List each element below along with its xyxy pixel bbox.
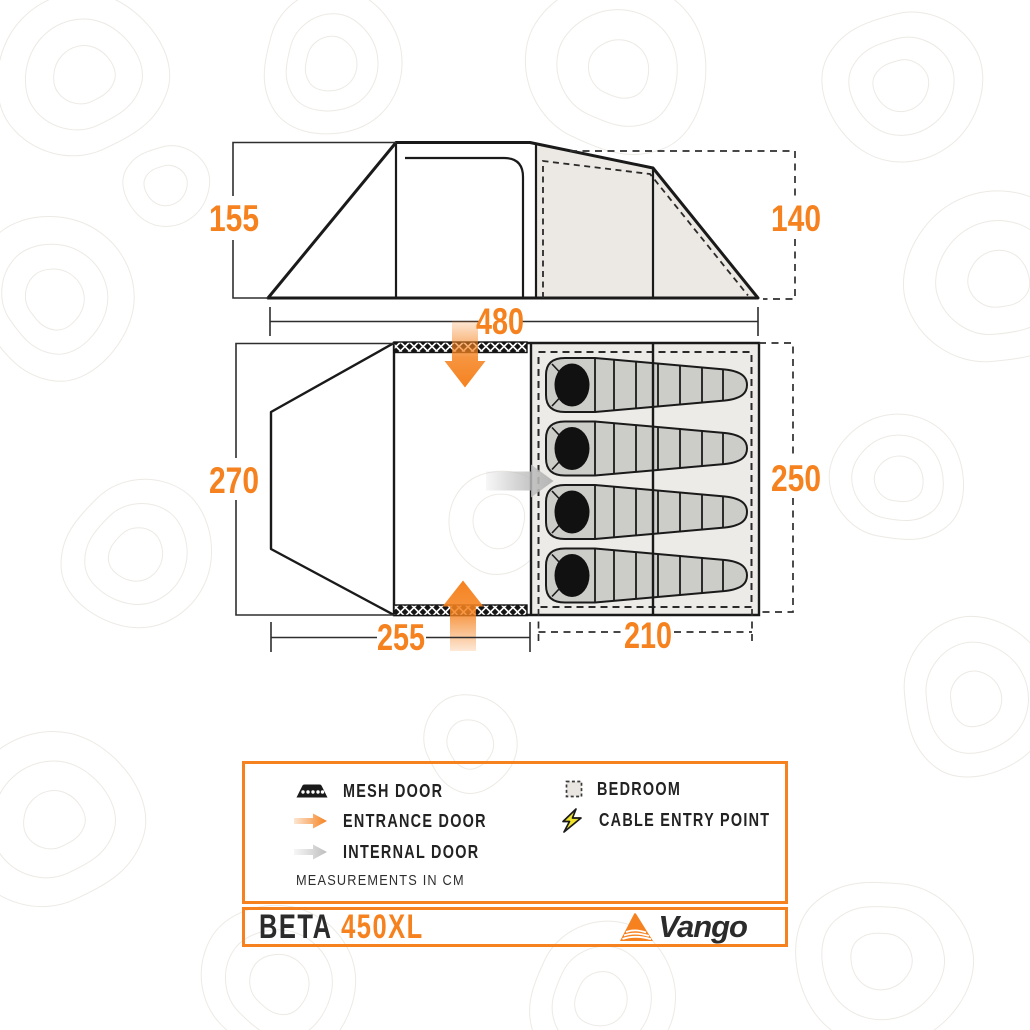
dim-label-living-length: 255 (377, 617, 425, 658)
dim-label-bedroom-width: 250 (771, 458, 821, 499)
dim-label-side-length: 480 (476, 301, 524, 342)
bedroom-icon (565, 780, 583, 798)
dim-line-255 (270, 622, 531, 652)
model-series: BETA (259, 907, 333, 946)
dim-line-210 (537, 609, 753, 645)
mesh-door-icon (295, 783, 329, 799)
internal-door-icon (294, 843, 329, 861)
dim-label-bedroom-length: 210 (624, 615, 672, 656)
legend-row-note: MEASUREMENTS IN CM (296, 868, 495, 892)
dim-label-living-width: 270 (209, 460, 259, 501)
legend-row-entrance-door: ENTRANCE DOOR (294, 809, 523, 833)
side-inner-bedroom-dashed (542, 159, 749, 298)
legend-label-internal-door: INTERNAL DOOR (343, 841, 480, 862)
footer-bar: BETA 450XL Vango (242, 907, 788, 947)
dim-label-side-height-right: 140 (771, 198, 821, 239)
model-variant: 450XL (341, 907, 424, 946)
brand-name: Vango (658, 909, 748, 944)
entrance-door-arrow-bottom (442, 580, 484, 651)
legend-label-cable-entry: CABLE ENTRY POINT (599, 809, 771, 830)
cable-entry-icon (560, 807, 585, 834)
side-bedroom-shaded-area (536, 144, 758, 298)
side-door-outline (405, 156, 525, 298)
legend-box: MESH DOOR ENTRANCE DOOR INTERNAL DOOR ME… (242, 761, 788, 904)
dim-bracket-270 (235, 342, 394, 616)
legend-label-entrance-door: ENTRANCE DOOR (343, 810, 487, 831)
plan-outline (392, 341, 761, 617)
dim-line-480 (269, 307, 759, 336)
side-view: 155 140 480 (209, 141, 821, 342)
floor-plan: 270 250 255 210 (209, 321, 821, 658)
dim-bracket-250 (759, 342, 794, 613)
porch-outline (269, 341, 395, 617)
legend-row-mesh-door: MESH DOOR (295, 779, 468, 803)
entrance-door-arrow-top (444, 321, 486, 388)
side-tent-outline (266, 141, 760, 300)
dim-bracket-155 (232, 141, 396, 299)
legend-row-bedroom: BEDROOM (565, 777, 702, 801)
entrance-door-icon (294, 812, 329, 830)
internal-door-arrow (486, 464, 554, 498)
vango-logo-icon (618, 911, 656, 943)
legend-note-measurements: MEASUREMENTS IN CM (296, 871, 465, 889)
legend-row-cable-entry: CABLE ENTRY POINT (560, 807, 813, 834)
model-name: BETA 450XL (259, 908, 424, 947)
vango-logo: Vango (618, 909, 748, 945)
legend-label-mesh-door: MESH DOOR (343, 780, 444, 801)
legend-label-bedroom: BEDROOM (597, 778, 682, 799)
dim-label-side-height-left: 155 (209, 198, 259, 239)
legend-row-internal-door: INTERNAL DOOR (294, 840, 513, 864)
dim-bracket-140 (570, 150, 796, 300)
